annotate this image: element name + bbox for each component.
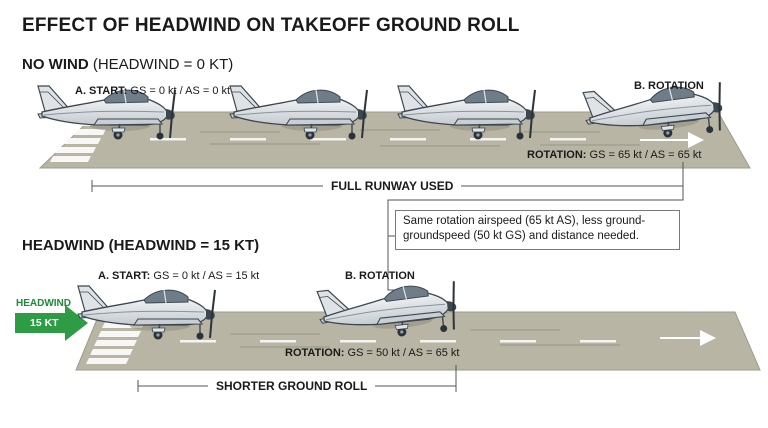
headwind-arrow [15, 305, 88, 341]
section-heading-detail: (HEADWIND = 15 KT) [108, 237, 260, 254]
headwind-arrow-label: HEADWIND [16, 298, 71, 309]
no-wind-start-label: A. START: GS = 0 kt / AS = 0 kt [75, 86, 230, 97]
headwind-rotation-label: B. ROTATION [345, 271, 415, 282]
section-heading-no-wind: NO WIND (HEADWIND = 0 KT) [22, 57, 233, 72]
headwind-start-label: A. START: GS = 0 kt / AS = 15 kt [98, 271, 259, 282]
label-values: GS = 65 kt / AS = 65 kt [589, 149, 702, 161]
section-heading-headwind: HEADWIND (HEADWIND = 15 KT) [22, 238, 259, 253]
full-runway-used-label: FULL RUNWAY USED [323, 180, 462, 192]
label-values: GS = 0 kt / AS = 15 kt [153, 270, 260, 282]
label-key: ROTATION: [527, 149, 587, 161]
rotation-note: Same rotation airspeed (65 kt AS), less … [395, 210, 680, 250]
label-values: GS = 50 kt / AS = 65 kt [347, 347, 460, 359]
no-wind-rotation-label: B. ROTATION [634, 81, 704, 92]
section-heading-bold: HEADWIND [22, 237, 105, 254]
label-values: GS = 0 kt / AS = 0 kt [130, 85, 231, 97]
label-key: B. ROTATION [345, 270, 415, 282]
section-heading-detail: (HEADWIND = 0 KT) [92, 56, 234, 73]
headwind-arrow-speed: 15 KT [30, 317, 59, 329]
headwind-rotation-readout: ROTATION: GS = 50 kt / AS = 65 kt [285, 348, 459, 359]
label-key: ROTATION: [285, 347, 345, 359]
label-key: A. START: [98, 270, 151, 282]
diagram-title: EFFECT OF HEADWIND ON TAKEOFF GROUND ROL… [22, 15, 520, 36]
label-key: B. ROTATION [634, 80, 704, 92]
section-heading-bold: NO WIND [22, 56, 89, 73]
note-connector [387, 192, 684, 291]
runway-headwind [75, 311, 761, 371]
shorter-ground-roll-label: SHORTER GROUND ROLL [208, 380, 376, 392]
label-key: A. START: [75, 85, 128, 97]
no-wind-rotation-readout: ROTATION: GS = 65 kt / AS = 65 kt [527, 150, 701, 161]
